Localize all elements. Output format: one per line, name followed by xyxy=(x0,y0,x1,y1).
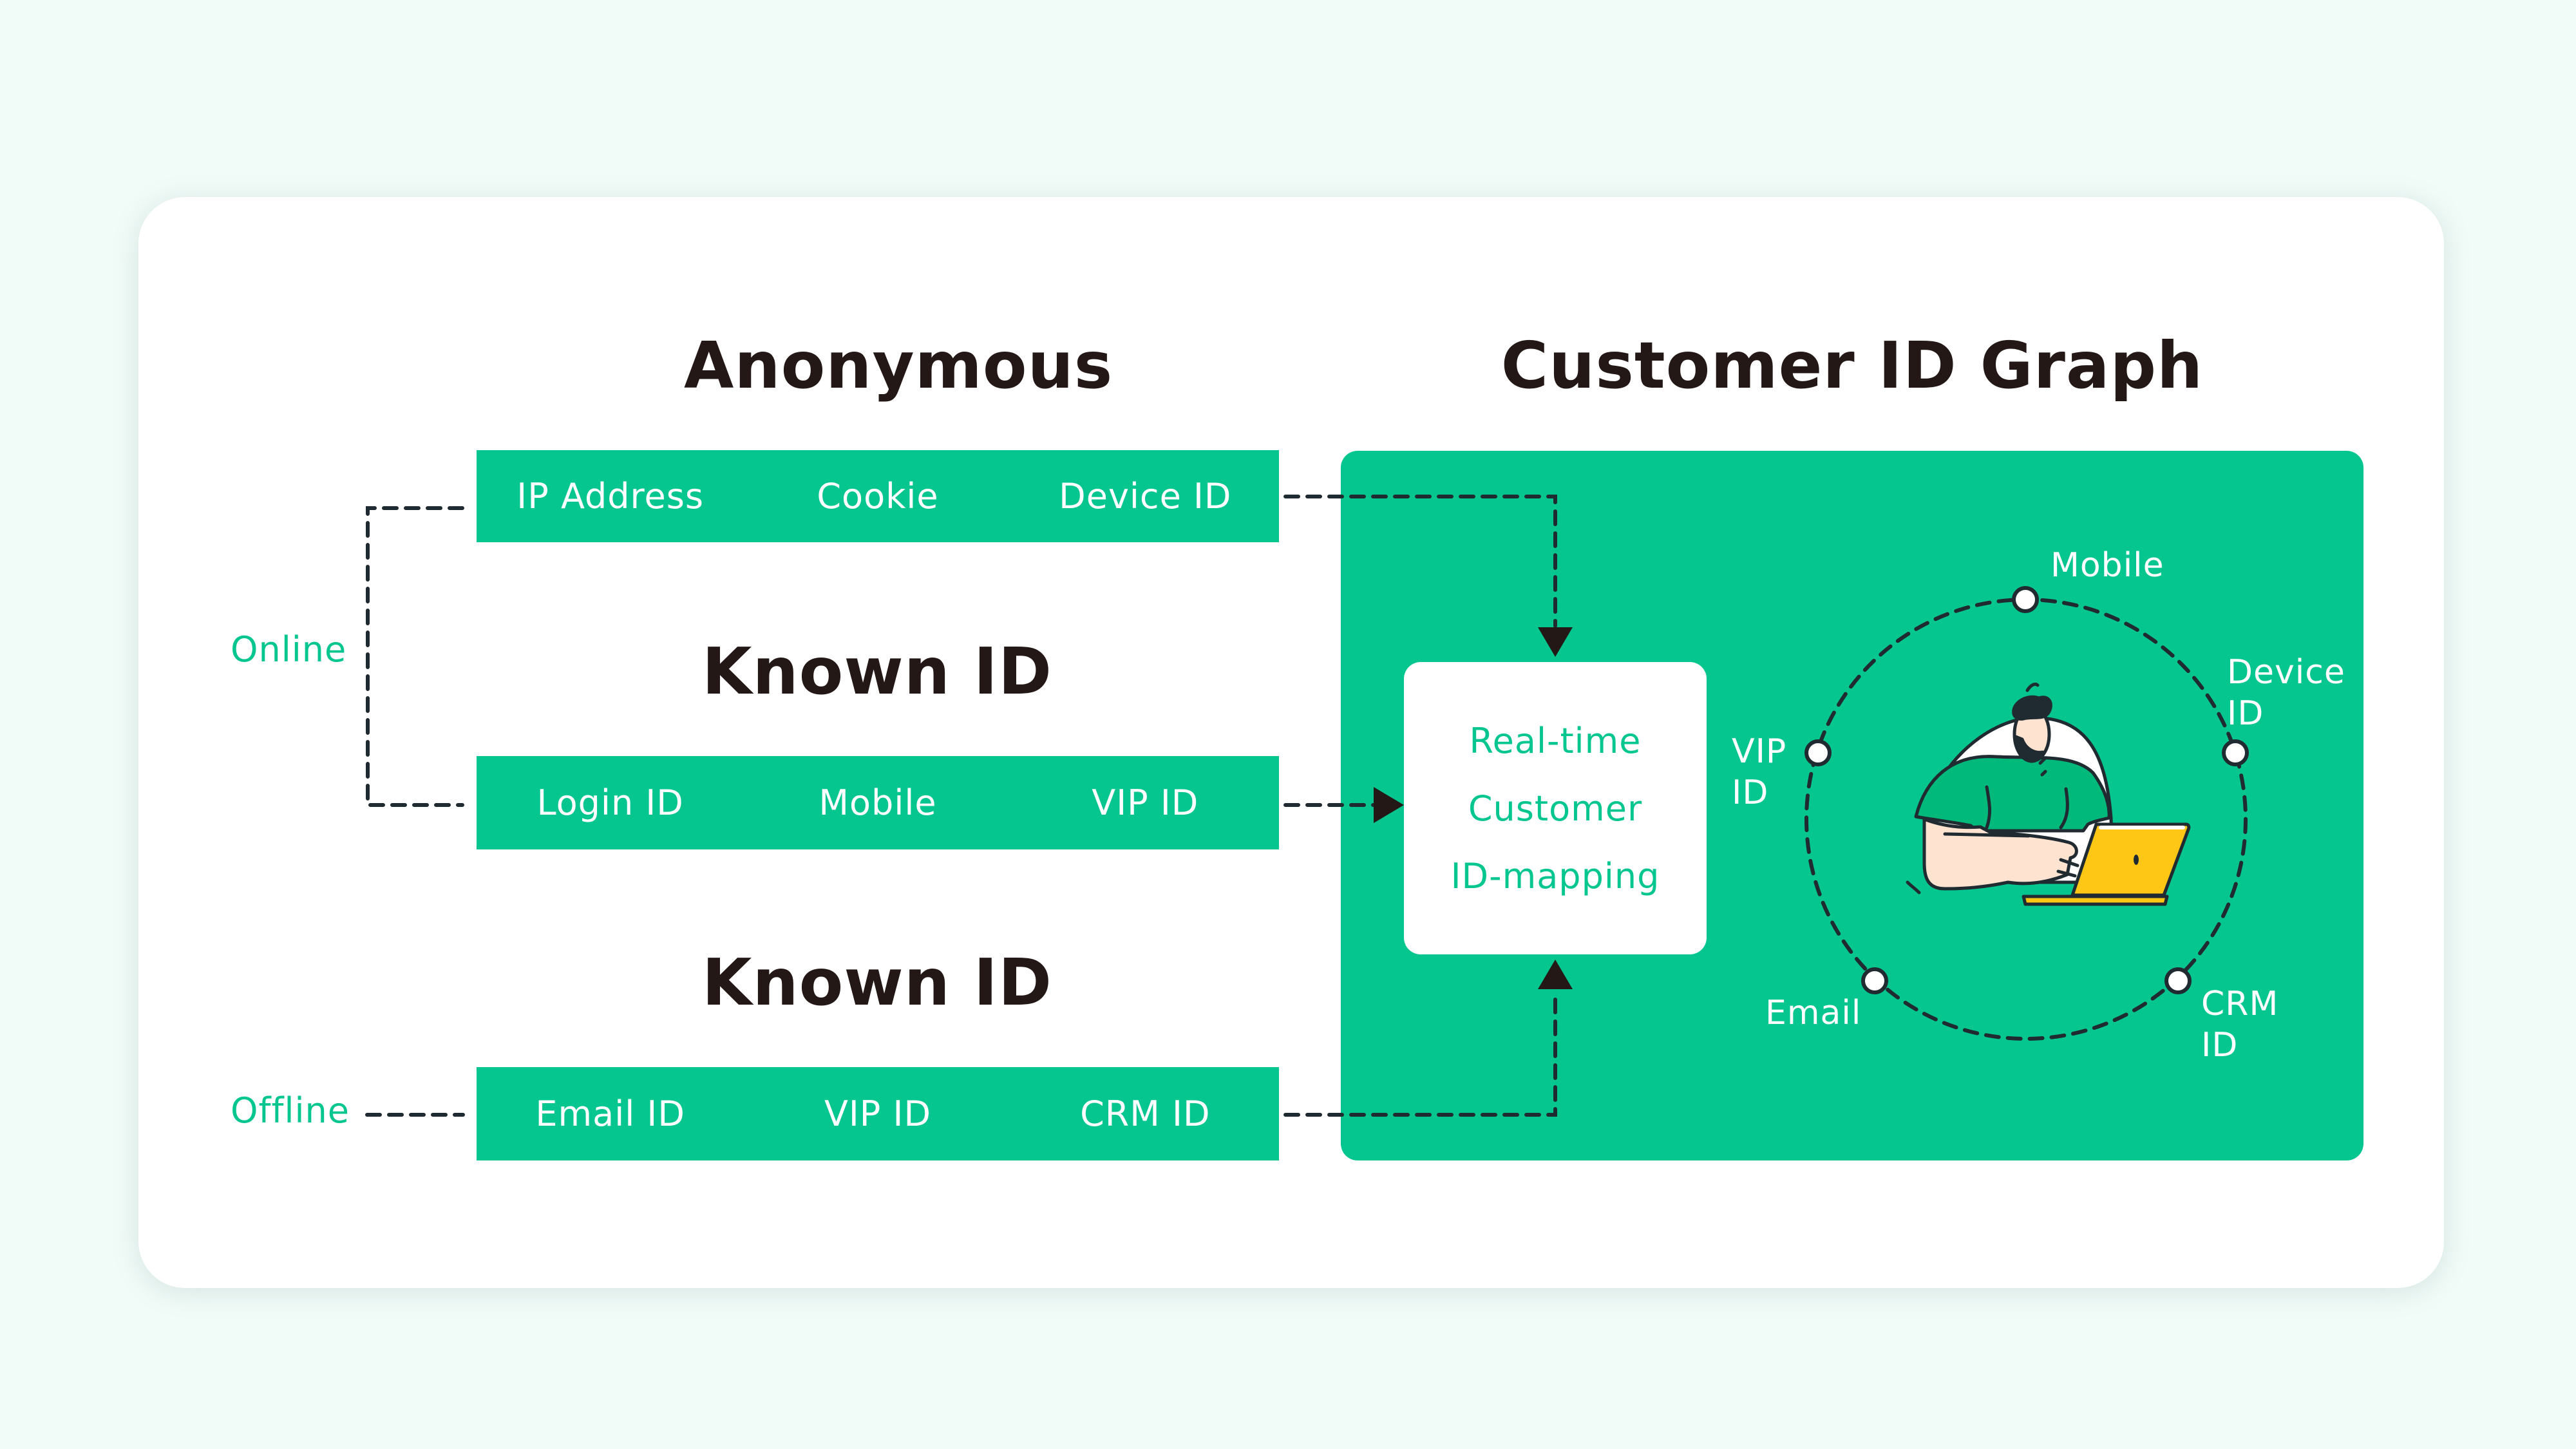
vip-id-offline-item: VIP ID xyxy=(824,1094,932,1134)
anonymous-id-bar: IP Address Cookie Device ID xyxy=(477,450,1279,542)
customer-id-graph-title: Customer ID Graph xyxy=(1501,328,2204,403)
device-id-item: Device ID xyxy=(1059,476,1232,516)
known-id-offline-title: Known ID xyxy=(702,945,1052,1020)
anonymous-title: Anonymous xyxy=(684,328,1113,403)
mapping-line-2: Customer xyxy=(1468,788,1643,829)
mobile-item: Mobile xyxy=(819,782,937,823)
node-label-device-line-2: ID xyxy=(2227,694,2264,733)
known-id-online-bar: Login ID Mobile VIP ID xyxy=(477,756,1279,849)
ip-address-item: IP Address xyxy=(516,476,705,516)
node-label-crm-line-1: CRM xyxy=(2201,985,2279,1023)
mapping-line-3: ID-mapping xyxy=(1450,855,1660,896)
id-mapping-box: Real-time Customer ID-mapping xyxy=(1404,662,1707,954)
node-label-vip-line-1: VIP xyxy=(1732,732,1787,771)
vip-id-item: VIP ID xyxy=(1092,782,1199,823)
cookie-item: Cookie xyxy=(817,476,939,516)
node-label-vip-line-2: ID xyxy=(1732,773,1769,812)
node-label-crm-id: CRM ID xyxy=(2201,983,2278,1066)
node-label-device-line-1: Device xyxy=(2227,653,2345,692)
node-label-vip-id: VIP ID xyxy=(1732,731,1786,813)
offline-label: Offline xyxy=(231,1090,350,1131)
known-id-online-title: Known ID xyxy=(702,634,1052,709)
known-id-offline-bar: Email ID VIP ID CRM ID xyxy=(477,1067,1279,1160)
login-id-item: Login ID xyxy=(536,782,684,823)
node-label-mobile-line-1: Mobile xyxy=(2050,546,2164,585)
node-label-device-id: Device ID xyxy=(2227,652,2345,734)
email-id-item: Email ID xyxy=(535,1094,685,1134)
node-label-mobile: Mobile xyxy=(2050,545,2164,586)
node-label-crm-line-2: ID xyxy=(2201,1026,2239,1065)
node-label-email: Email xyxy=(1765,992,1861,1034)
node-label-email-line-1: Email xyxy=(1765,994,1862,1032)
mapping-line-1: Real-time xyxy=(1469,720,1642,761)
crm-id-item: CRM ID xyxy=(1080,1094,1211,1134)
online-label: Online xyxy=(231,629,347,670)
